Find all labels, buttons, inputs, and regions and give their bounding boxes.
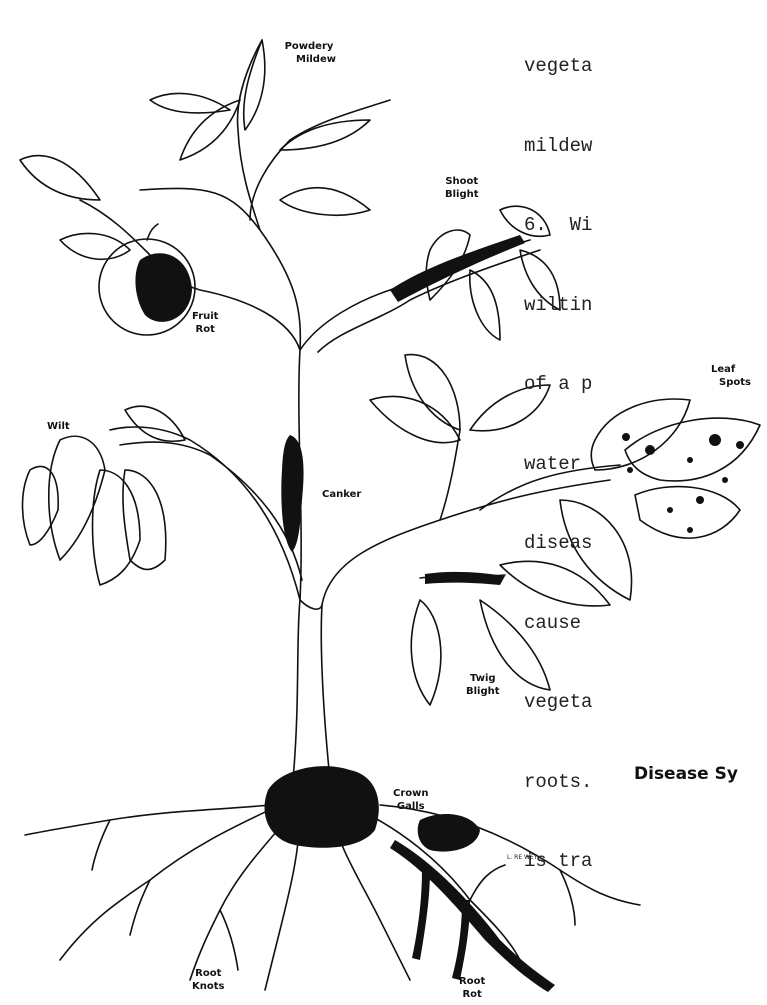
leaf xyxy=(591,399,690,470)
leaf xyxy=(370,396,460,442)
leaf xyxy=(125,406,185,441)
leaf xyxy=(60,233,130,259)
body-text-line: diseas xyxy=(524,530,592,557)
twig-blight-lesion xyxy=(425,572,505,585)
body-text-line: vegeta xyxy=(524,689,592,716)
body-text-line: of a p xyxy=(524,371,592,398)
leaf xyxy=(411,600,441,705)
roots xyxy=(60,800,290,960)
label-line: Knots xyxy=(192,980,224,993)
leaf xyxy=(280,188,370,216)
label-line: Rot xyxy=(192,323,218,336)
leaf xyxy=(49,436,105,560)
leaf xyxy=(123,470,166,569)
label-canker: Canker xyxy=(322,488,361,501)
body-text-line: cause xyxy=(524,610,592,637)
leaf xyxy=(405,355,460,430)
leaf xyxy=(20,156,100,200)
fruit-rot-lesion xyxy=(135,253,192,322)
body-text-line: water xyxy=(524,451,592,478)
shoot-blight-lesion xyxy=(390,235,525,302)
label-line: Leaf xyxy=(711,363,751,376)
label-root-knots: Root Knots xyxy=(192,967,224,993)
label-line: Twig xyxy=(466,672,500,685)
label-twig-blight: Twig Blight xyxy=(466,672,500,698)
body-text-line: is tra xyxy=(524,848,592,875)
label-line: Crown xyxy=(393,787,429,800)
body-text-line: mildew xyxy=(524,133,592,160)
body-text-line: roots. xyxy=(524,769,592,796)
figure-caption: Disease Sy xyxy=(634,764,738,784)
label-line: Root xyxy=(192,967,224,980)
label-line: Spots xyxy=(711,376,751,389)
leaf xyxy=(280,120,370,150)
label-line: Galls xyxy=(393,800,429,813)
body-text-line: wiltin xyxy=(524,292,592,319)
label-leaf-spots: Leaf Spots xyxy=(711,363,751,389)
label-line: Root xyxy=(459,975,485,988)
label-line: Blight xyxy=(445,188,479,201)
label-wilt: Wilt xyxy=(47,420,70,433)
label-root-rot: Root Rot xyxy=(459,975,485,1001)
label-powdery-mildew: Powdery Mildew xyxy=(282,40,336,66)
label-crown-galls: Crown Galls xyxy=(393,787,429,813)
label-line: Powdery xyxy=(282,40,336,53)
leaf xyxy=(180,100,240,160)
body-text-line: 6. Wi xyxy=(524,212,592,239)
leaf xyxy=(470,270,500,340)
crown-gall xyxy=(264,766,378,848)
label-line: Mildew xyxy=(282,53,336,66)
label-line: Fruit xyxy=(192,310,218,323)
label-line: Rot xyxy=(459,988,485,1001)
label-fruit-rot: Fruit Rot xyxy=(192,310,218,336)
body-text: vegeta mildew 6. Wi wiltin of a p water … xyxy=(524,0,592,901)
body-text-line: vegeta xyxy=(524,53,592,80)
artist-signature: L. RE WEY xyxy=(507,854,537,861)
label-shoot-blight: Shoot Blight xyxy=(445,175,479,201)
label-line: Blight xyxy=(466,685,500,698)
label-line: Shoot xyxy=(445,175,479,188)
root-gall xyxy=(418,814,480,852)
